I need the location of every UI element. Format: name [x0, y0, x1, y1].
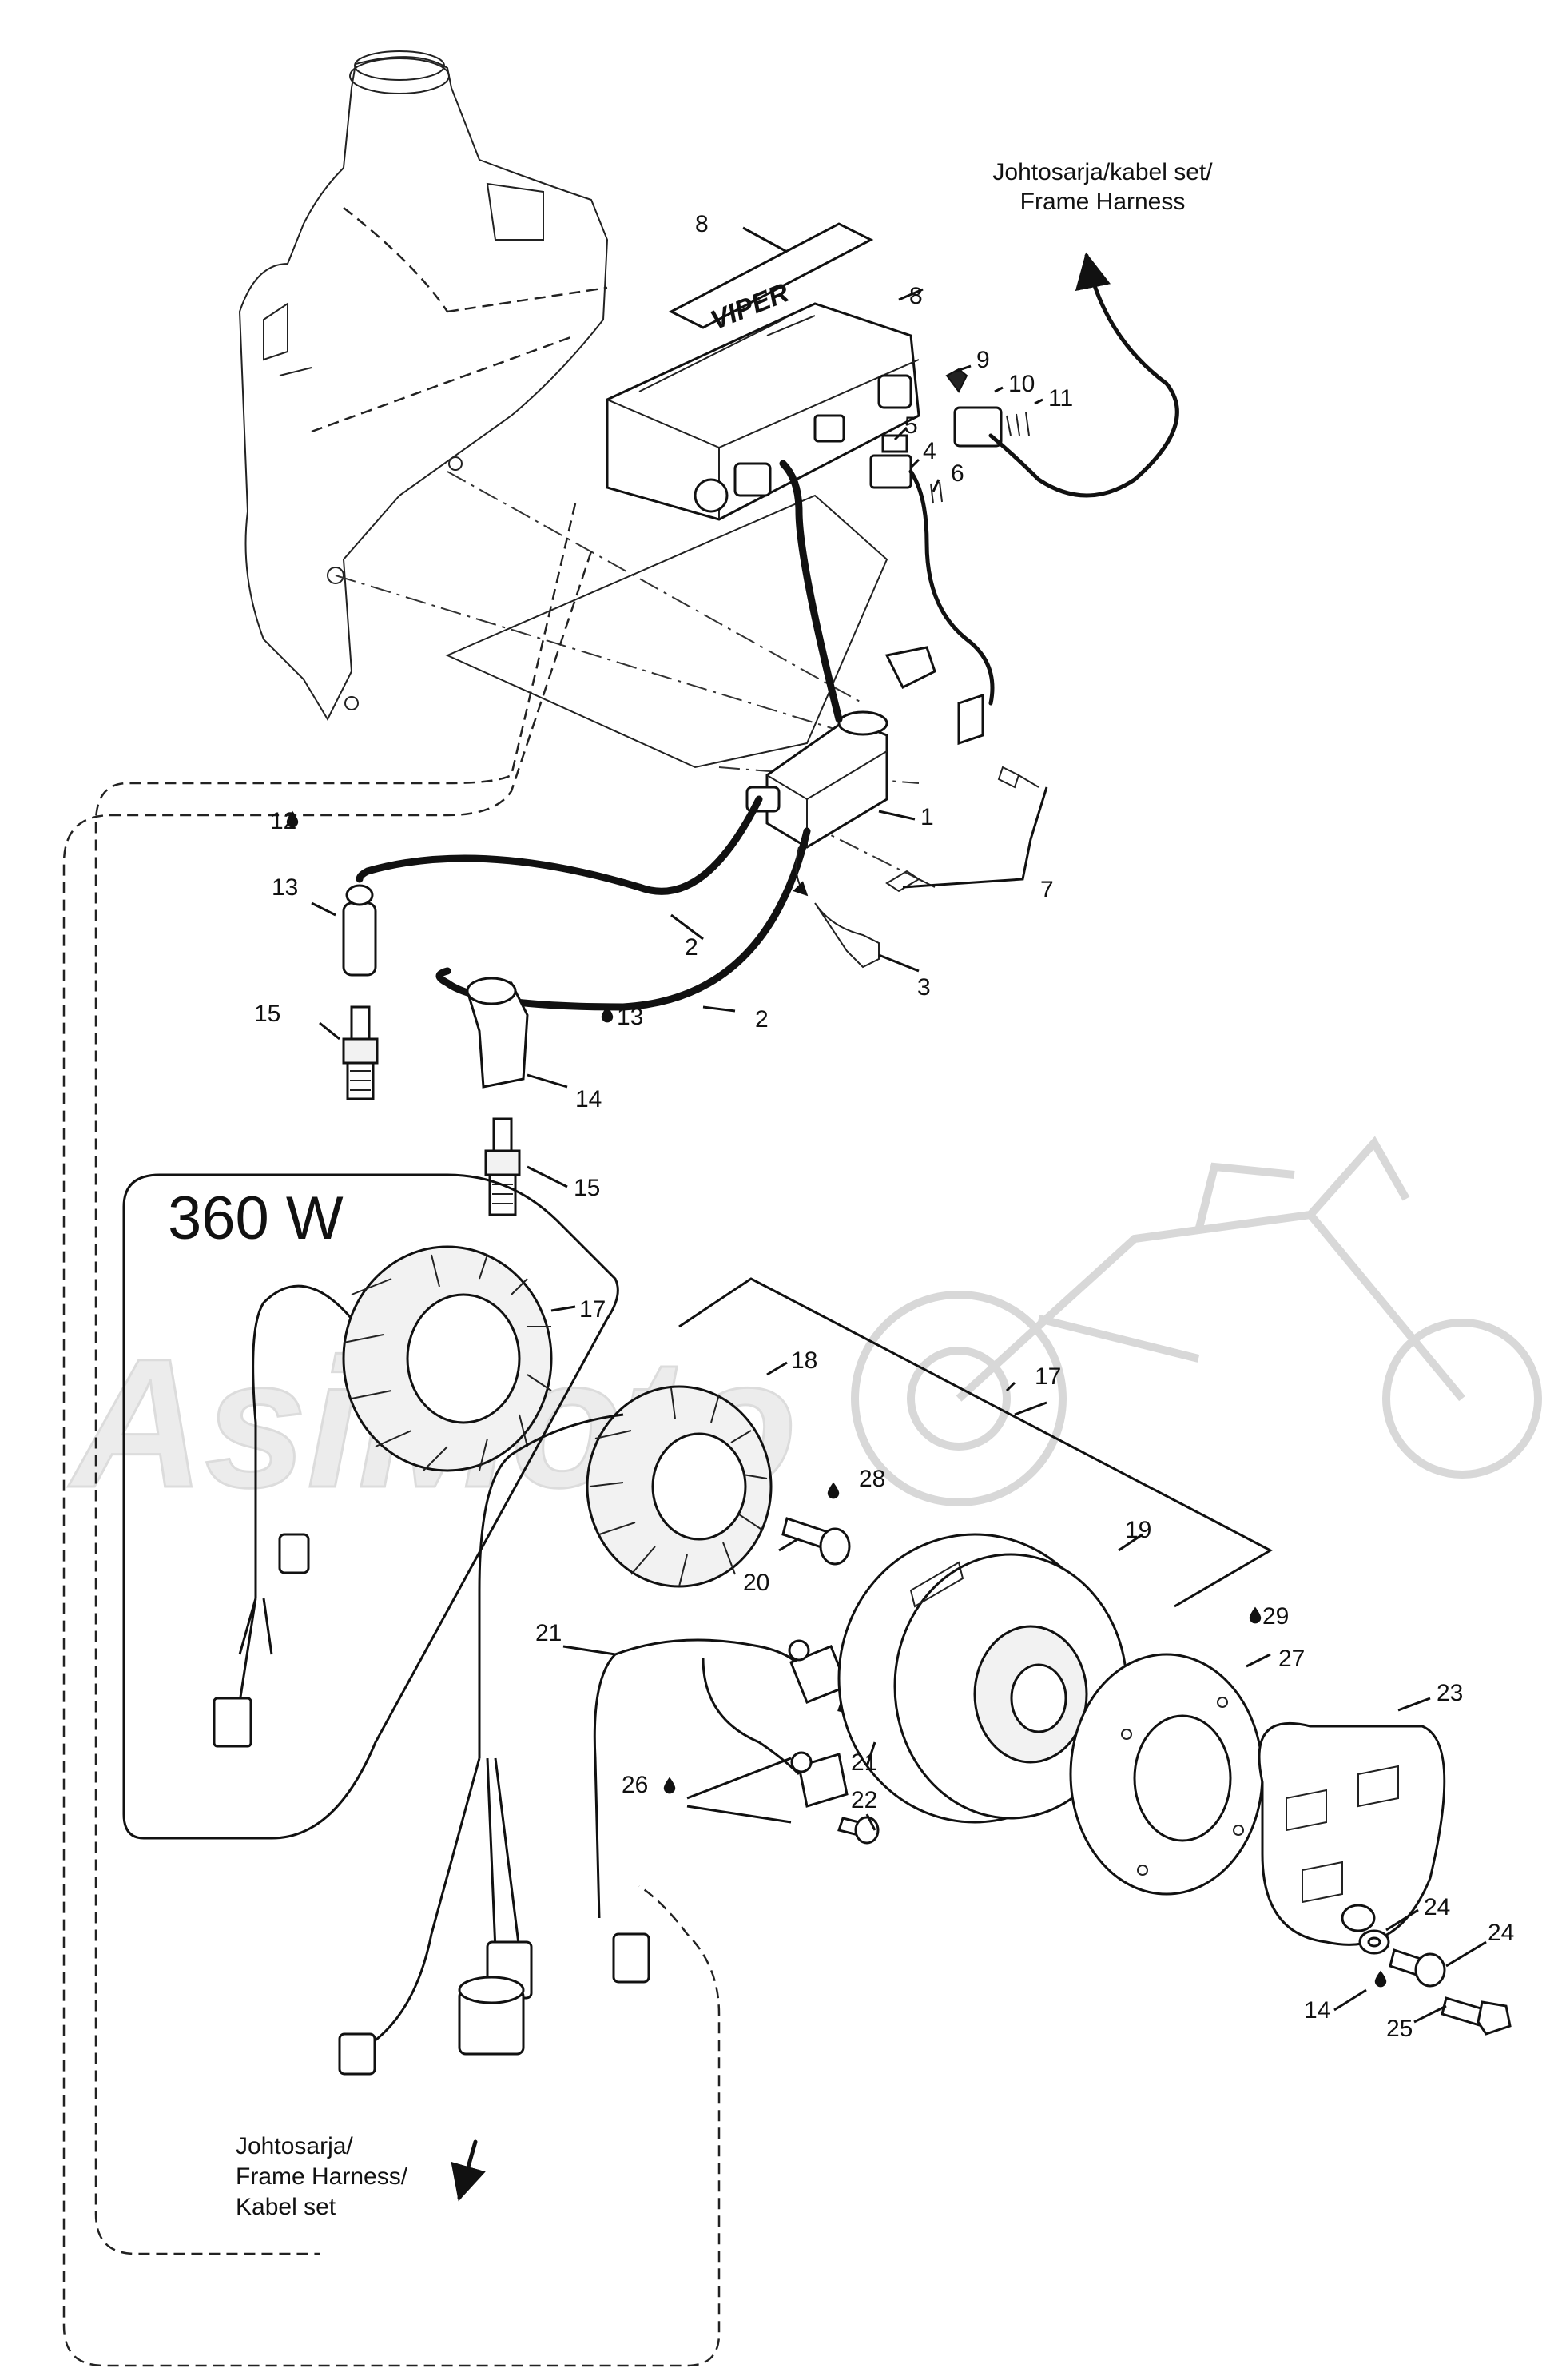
drop-icon [1249, 1606, 1262, 1624]
callout: 25 [1386, 2016, 1413, 2042]
callout: 7 [1040, 877, 1054, 903]
stator-main [338, 1385, 773, 2202]
callout: 20 [743, 1570, 769, 1596]
flywheel [837, 1533, 1128, 1824]
mount-bracket [445, 494, 888, 769]
callout: 28 [859, 1466, 885, 1492]
connector-part-5 [881, 434, 908, 453]
ignition-coil [356, 460, 1039, 1011]
callout: 10 [1008, 371, 1035, 397]
callout: 24 [1488, 1920, 1514, 1946]
callout: 2 [685, 934, 698, 961]
leader-lines [311, 226, 1487, 2024]
callout: 12 [270, 808, 296, 834]
callout: 4 [923, 438, 936, 464]
callout: 2 [755, 1006, 769, 1033]
callout: 22 [851, 1787, 877, 1813]
variant-360w-box: 360 W [122, 1173, 619, 1840]
callout: 8 [695, 211, 709, 237]
variant-title: 360 W [168, 1184, 344, 1252]
callout: 5 [904, 412, 918, 439]
frame-harness-label-bottom: Johtosarja/ Frame Harness/ Kabel set [236, 2133, 408, 2220]
callout: 11 [1048, 385, 1073, 412]
connector-part-4 [869, 454, 912, 489]
ecu-module [606, 302, 920, 521]
watermark-motorcycle-icon [851, 1136, 1542, 1506]
drop-icon [827, 1482, 840, 1499]
callout: 26 [622, 1772, 648, 1798]
starter-cup [1258, 1721, 1446, 1946]
harness-connectors [869, 368, 1030, 504]
callout: 21 [535, 1620, 562, 1646]
harness-routing-outline [62, 503, 721, 2367]
callout: 15 [254, 1001, 280, 1027]
callout: 27 [1278, 1646, 1305, 1672]
spark-plug-right [466, 977, 529, 1216]
fasteners-23-24 [1358, 1929, 1512, 2036]
clip-part-3 [814, 902, 880, 969]
drop-icon [663, 1777, 676, 1794]
callout: 29 [1262, 1603, 1289, 1630]
callout: 6 [951, 460, 964, 487]
pins-part-13 [1006, 412, 1030, 436]
frame-harness-bottom-line-1: Johtosarja/ [236, 2133, 353, 2159]
callout: 1 [920, 804, 934, 830]
clip-part-11 [945, 368, 968, 393]
pins-part-6 [930, 481, 943, 504]
callout: 23 [1437, 1680, 1463, 1706]
frame-harness-bottom-line-2: Frame Harness/ [236, 2163, 408, 2190]
spark-plug-left [342, 884, 379, 1100]
frame-harness-top-cable [908, 252, 1179, 706]
callout: 17 [1035, 1363, 1061, 1390]
callout: 9 [976, 347, 990, 373]
callout: 18 [791, 1347, 817, 1374]
callout: 15 [574, 1175, 600, 1201]
callout: 8 [909, 283, 923, 309]
callout: 13 [272, 874, 298, 901]
trigger-plate [1069, 1653, 1264, 1896]
frame-harness-top-line-1: Johtosarja/kabel set/ [992, 159, 1213, 185]
oil-tank [238, 50, 609, 722]
drop-icon [1374, 1970, 1387, 1988]
callout: 3 [917, 974, 931, 1001]
group-bracket-16-19 [678, 1277, 1274, 1608]
frame-harness-label-top: Johtosarja/kabel set/ Frame Harness [992, 159, 1213, 215]
callout: 24 [1424, 1894, 1450, 1920]
callout: 21 [851, 1749, 877, 1776]
callouts: 8 8 9 10 11 5 4 6 1 7 3 2 2 14 12 13 13 … [254, 211, 1514, 2042]
frame-harness-bottom-line-3: Kabel set [236, 2194, 336, 2220]
callout: 13 [617, 1004, 643, 1030]
pickup-sensors [593, 1638, 849, 1984]
callout: 14 [1304, 1997, 1330, 2024]
stator-360w [213, 1245, 553, 1748]
callout: 14 [575, 1086, 602, 1112]
frame-harness-top-line-2: Frame Harness [1020, 189, 1186, 215]
callout: 17 [579, 1296, 606, 1323]
callout: 19 [1125, 1517, 1151, 1543]
